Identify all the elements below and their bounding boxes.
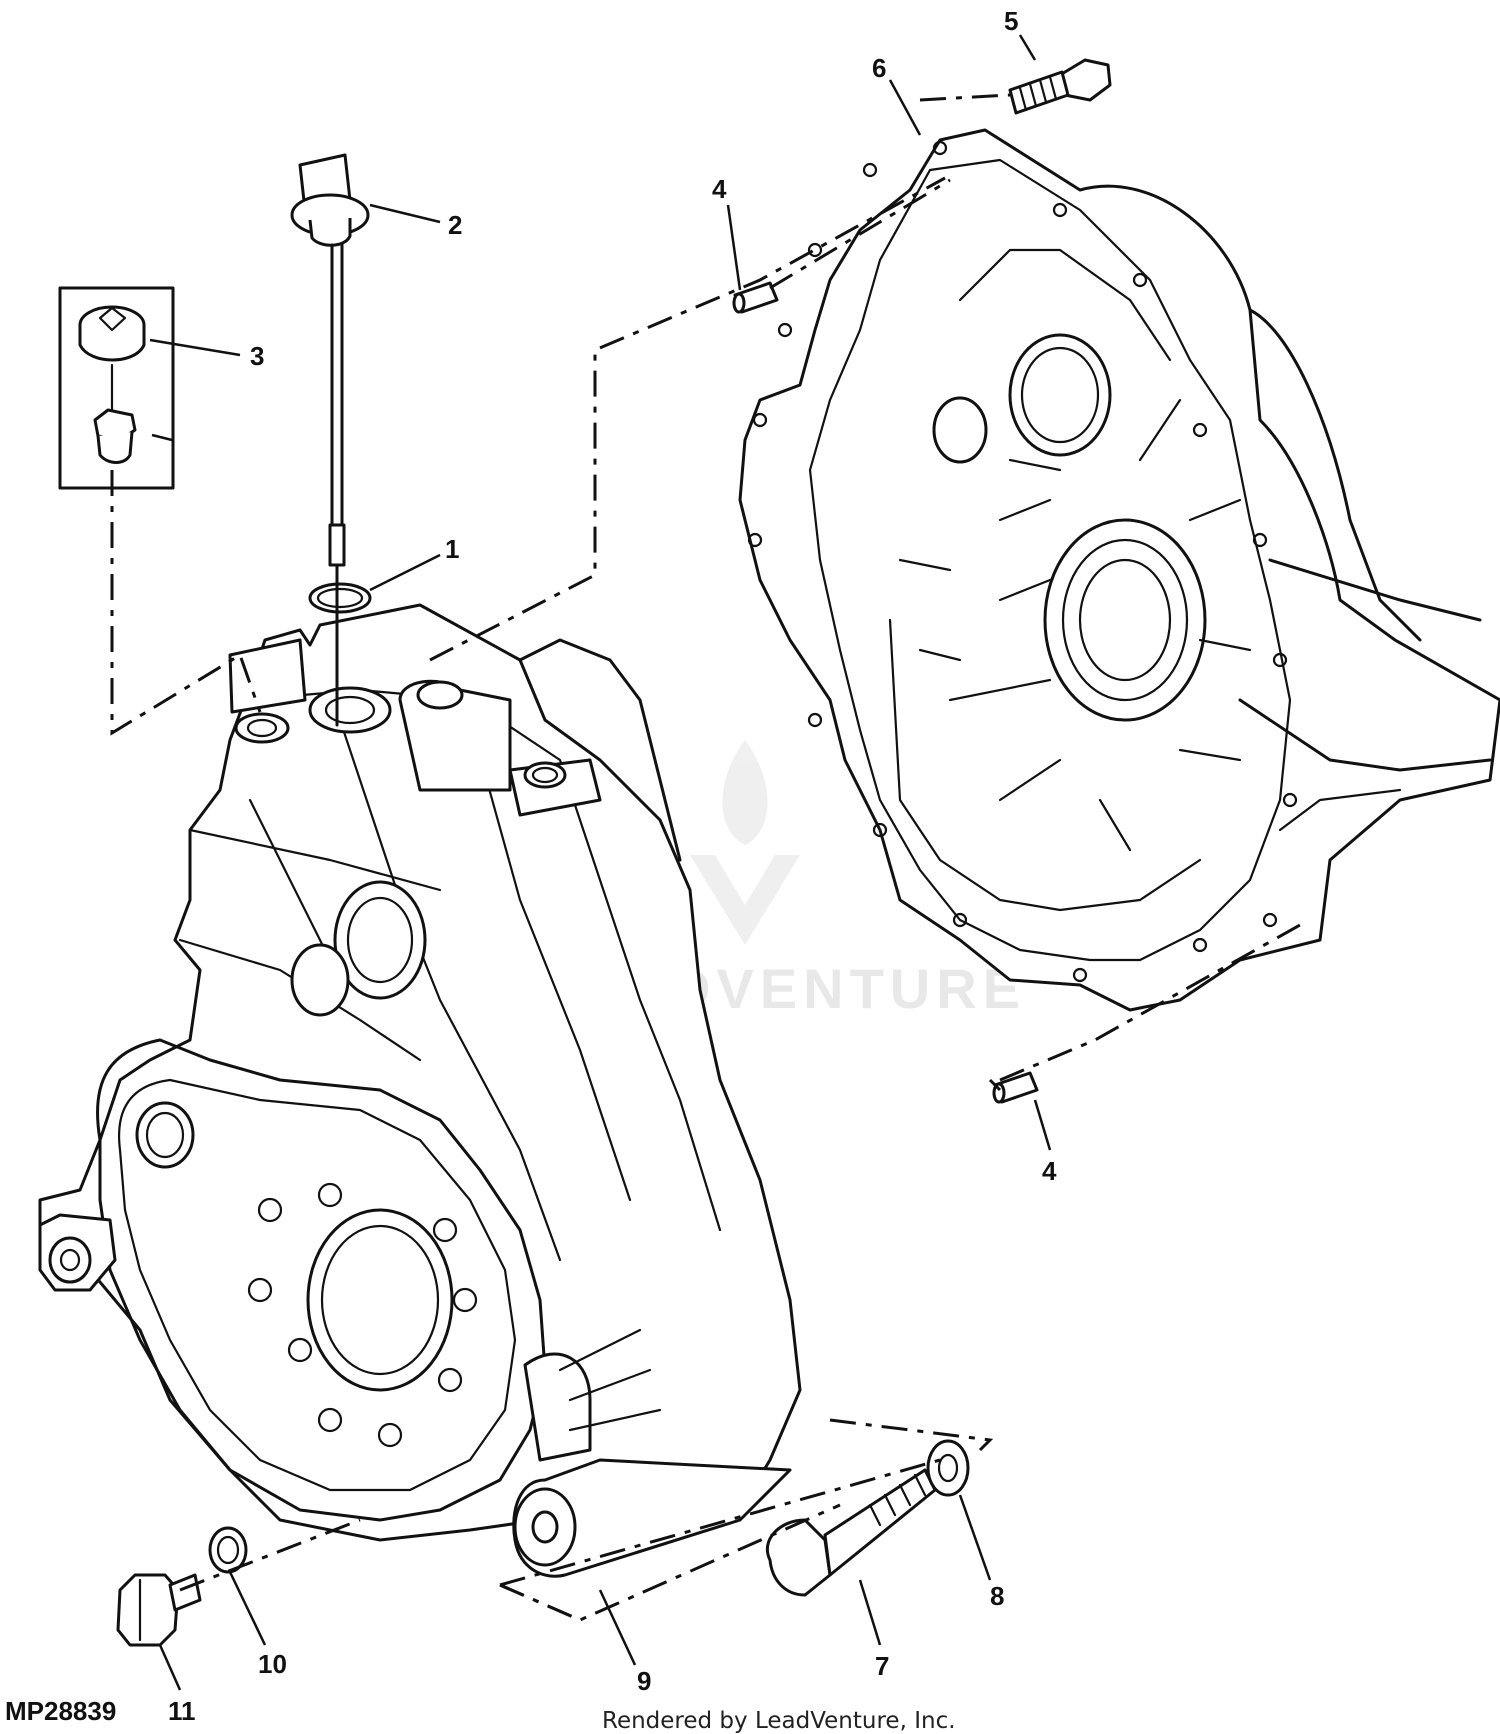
callout-leaders xyxy=(149,34,1052,1691)
callout-6: 6 xyxy=(872,53,886,83)
bolt-part-7 xyxy=(766,1468,937,1597)
cap-screw-part-5 xyxy=(1008,58,1112,115)
dowel-pin-part-4-lower xyxy=(992,1071,1039,1104)
callout-4-upper: 4 xyxy=(712,174,727,204)
callout-11: 11 xyxy=(168,1696,196,1726)
transaxle-case-main xyxy=(38,603,802,1542)
washer-part-8 xyxy=(926,1439,970,1497)
callout-2: 2 xyxy=(448,210,462,240)
figure-id: MP28839 xyxy=(5,1696,116,1726)
dipstick-part-2 xyxy=(290,153,370,727)
callout-3: 3 xyxy=(250,341,264,371)
callout-7: 7 xyxy=(875,1651,889,1681)
callout-8: 8 xyxy=(990,1581,1004,1611)
callout-4-lower: 4 xyxy=(1042,1156,1057,1186)
gasket-part-10 xyxy=(208,1526,248,1574)
callout-labels: 1 2 3 4 4 5 6 7 8 9 10 11 xyxy=(168,6,1057,1726)
callout-9: 9 xyxy=(637,1666,651,1696)
footer-credit: Rendered by LeadVenture, Inc. xyxy=(602,1708,956,1734)
dowel-pin-part-4-upper xyxy=(732,281,779,314)
housing-cover-part-6 xyxy=(738,128,1500,1012)
callout-1: 1 xyxy=(445,534,459,564)
callout-10: 10 xyxy=(258,1649,287,1679)
cap-assembly-part-3 xyxy=(58,286,175,490)
sleeve-part-9 xyxy=(512,1458,792,1578)
callout-5: 5 xyxy=(1004,6,1018,36)
assembly-dash-lines xyxy=(110,93,1301,1622)
o-ring-part-1 xyxy=(308,582,372,614)
